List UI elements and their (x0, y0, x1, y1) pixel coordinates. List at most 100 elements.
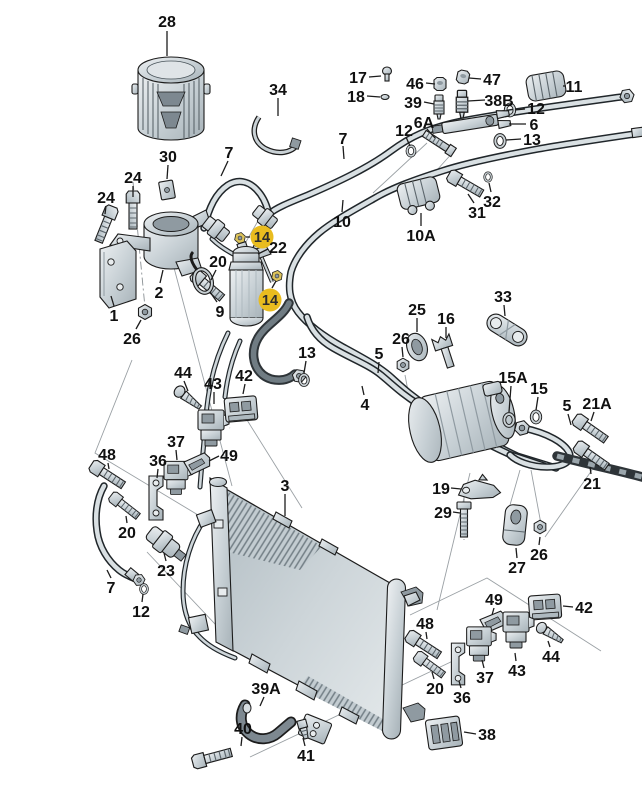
part-label-13-31: 13 (298, 345, 316, 362)
part-label-43-48: 43 (204, 376, 222, 393)
part-label-10-15: 10 (333, 214, 351, 231)
part-label-48-53: 48 (98, 447, 116, 464)
label-leader-43-66 (514, 652, 517, 662)
part-label-5-32: 5 (375, 346, 384, 363)
part-label-36-69: 36 (453, 690, 471, 707)
part-label-38B-7: 38B (484, 93, 513, 110)
label-leader-17-2 (368, 75, 382, 78)
part-label-29-44: 29 (434, 505, 452, 522)
label-leader-39-5 (423, 101, 435, 105)
part-label-24-20: 24 (97, 190, 115, 207)
part-nut-26b (396, 357, 410, 373)
part-oring-15 (529, 409, 543, 425)
part-label-2-24: 2 (155, 285, 164, 302)
part-label-39A-59: 39A (251, 681, 281, 698)
part-bolt-20b (106, 490, 143, 522)
part-label-30-21: 30 (159, 149, 177, 166)
part-label-12-57: 12 (132, 604, 150, 621)
part-label-7-56: 7 (107, 580, 116, 597)
part-receiver-drier-22 (228, 240, 274, 327)
part-muffler-28 (131, 56, 211, 141)
part-label-33-37: 33 (494, 289, 512, 306)
part-cable-tie-34 (251, 115, 302, 156)
label-leader-2-24 (159, 269, 164, 284)
part-bracket-1 (99, 240, 137, 309)
label-leader-42-49 (242, 383, 246, 395)
part-nut-26a (137, 303, 153, 321)
label-leader-36-51 (156, 468, 159, 479)
label-leader-41-61 (302, 737, 306, 747)
label-leader-27-45 (515, 547, 518, 559)
part-label-20-68: 20 (426, 681, 444, 698)
label-leader-21-42 (589, 466, 592, 475)
label-leader-12-13 (405, 136, 411, 147)
part-label-6-10: 6 (530, 117, 539, 134)
label-leader-47-6 (468, 77, 482, 80)
label-leader-15-39 (535, 396, 539, 411)
label-leader-31-17 (467, 193, 475, 204)
part-grommet-25 (406, 332, 428, 362)
part-label-13-11: 13 (523, 132, 541, 149)
part-label-42-63: 42 (575, 600, 593, 617)
part-clamp-block-11 (525, 70, 567, 102)
label-leader-18-3 (366, 95, 381, 98)
label-leader-12-57 (141, 593, 144, 603)
part-screw-44 (171, 383, 205, 413)
label-leader-22-29 (257, 248, 269, 255)
part-label-16-36: 16 (437, 311, 455, 328)
label-leader-1-23 (110, 295, 115, 307)
part-clamp-9 (189, 250, 214, 295)
part-label-28-0: 28 (158, 14, 176, 31)
part-label-43-66: 43 (508, 663, 526, 680)
part-screw-41 (296, 718, 309, 740)
label-leader-13-31 (303, 360, 307, 374)
part-label-20-26: 20 (209, 254, 227, 271)
part-label-47-6: 47 (483, 72, 501, 89)
part-label-17-2: 17 (349, 70, 367, 87)
part-connector-38 (424, 715, 464, 751)
part-label-37-50: 37 (167, 434, 185, 451)
label-leader-23-55 (163, 552, 167, 562)
label-leader-26-46 (538, 536, 541, 546)
part-sensor-43b (502, 611, 535, 649)
label-leader-40-60 (240, 736, 243, 747)
part-label-14-28: 14 (254, 230, 270, 246)
part-label-7-14: 7 (339, 131, 348, 148)
label-leader-7-22 (220, 160, 229, 177)
part-cap-46 (433, 76, 447, 92)
part-label-44-65: 44 (542, 649, 560, 666)
part-label-36-51: 36 (149, 453, 167, 470)
part-connector-42b (527, 593, 563, 621)
part-label-12-9: 12 (527, 101, 545, 118)
label-leader-20-54 (125, 515, 128, 524)
part-bolt-21A (570, 411, 611, 446)
part-label-21A-41: 21A (582, 396, 612, 413)
part-clip-30 (158, 179, 176, 201)
label-leader-20-26 (210, 269, 217, 281)
part-label-14-30: 14 (262, 293, 278, 309)
part-compressor-15A (408, 380, 516, 463)
part-coupling-right (252, 205, 278, 229)
label-leader-4-33 (361, 385, 365, 396)
part-label-15-39: 15 (530, 381, 548, 398)
part-label-12-13: 12 (395, 123, 413, 140)
label-leader-48-53 (107, 462, 110, 470)
part-label-25-34: 25 (408, 302, 426, 319)
label-leader-15A-38 (508, 385, 512, 413)
part-bolt-29 (456, 501, 472, 538)
part-label-48-64: 48 (416, 616, 434, 633)
part-bracket-36 (148, 475, 164, 521)
label-leader-21A-41 (590, 411, 595, 422)
part-label-38-70: 38 (478, 727, 496, 744)
part-label-18-3: 18 (347, 89, 365, 106)
pipe-end-collar (630, 126, 642, 139)
part-label-19-43: 19 (432, 481, 450, 498)
part-screw-44b (533, 619, 566, 647)
part-bolt-20c (411, 649, 448, 681)
label-leader-5-32 (377, 361, 380, 374)
part-label-44-47: 44 (174, 365, 192, 382)
part-label-41-61: 41 (297, 748, 315, 765)
part-label-23-55: 23 (157, 563, 175, 580)
part-oring-12c (139, 583, 149, 595)
